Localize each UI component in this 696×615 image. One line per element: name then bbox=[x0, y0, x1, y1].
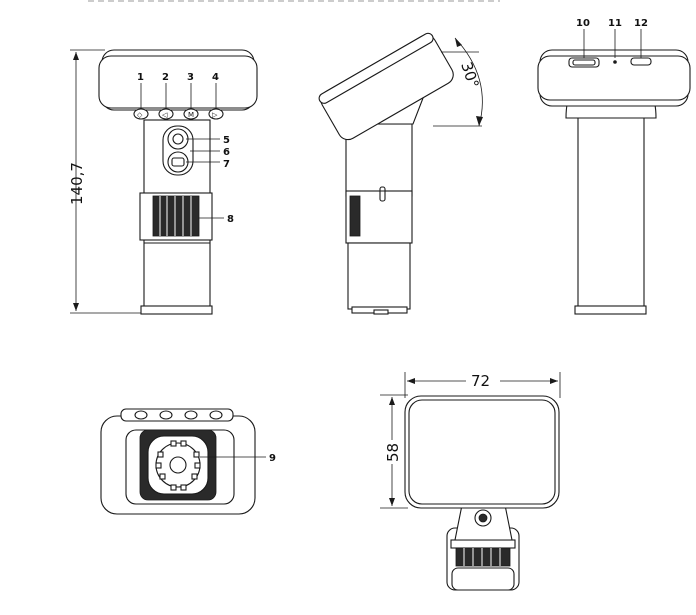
svg-text:▷: ▷ bbox=[212, 111, 218, 119]
height-label: 140,7 bbox=[68, 162, 86, 205]
callouts-1-4: 1 2 3 4 bbox=[137, 72, 219, 109]
callout-1: 1 bbox=[137, 72, 144, 83]
width-label: 72 bbox=[471, 372, 490, 390]
callout-11: 11 bbox=[608, 18, 622, 29]
callout-4: 4 bbox=[212, 72, 219, 83]
back-view: 10 11 12 bbox=[537, 18, 691, 315]
lens-assembly bbox=[139, 429, 217, 501]
screen-height-label: 58 bbox=[384, 443, 402, 462]
svg-text:◇: ◇ bbox=[137, 111, 143, 119]
top-view: 72 58 bbox=[380, 371, 561, 591]
callout-2: 2 bbox=[162, 72, 169, 83]
callout-12: 12 bbox=[634, 18, 648, 29]
top-ports bbox=[568, 57, 652, 68]
callout-8: 8 bbox=[227, 214, 234, 225]
tilt-label: 30° bbox=[457, 60, 482, 91]
bottom-button-row bbox=[134, 410, 223, 420]
callout-6: 6 bbox=[223, 147, 230, 158]
height-dimension: 140,7 bbox=[68, 49, 145, 314]
screen-height-dimension: 58 bbox=[380, 394, 408, 509]
width-dimension: 72 bbox=[404, 371, 561, 398]
callout-3: 3 bbox=[187, 72, 194, 83]
svg-text:◁: ◁ bbox=[162, 111, 168, 119]
callout-5: 5 bbox=[223, 135, 230, 146]
svg-text:M: M bbox=[188, 111, 194, 119]
focus-wheel bbox=[139, 192, 213, 241]
callout-10: 10 bbox=[576, 18, 590, 29]
bottom-view: 9 bbox=[100, 408, 276, 515]
capture-button-group bbox=[162, 125, 194, 176]
side-view: 30° bbox=[318, 32, 483, 315]
callout-9: 9 bbox=[269, 453, 276, 464]
callout-7: 7 bbox=[223, 159, 230, 170]
callouts-5-8: 5 6 7 8 bbox=[186, 135, 234, 225]
front-view: 140,7 ◇ ◁ M ▷ bbox=[68, 49, 258, 315]
callouts-10-12: 10 11 12 bbox=[576, 18, 648, 58]
